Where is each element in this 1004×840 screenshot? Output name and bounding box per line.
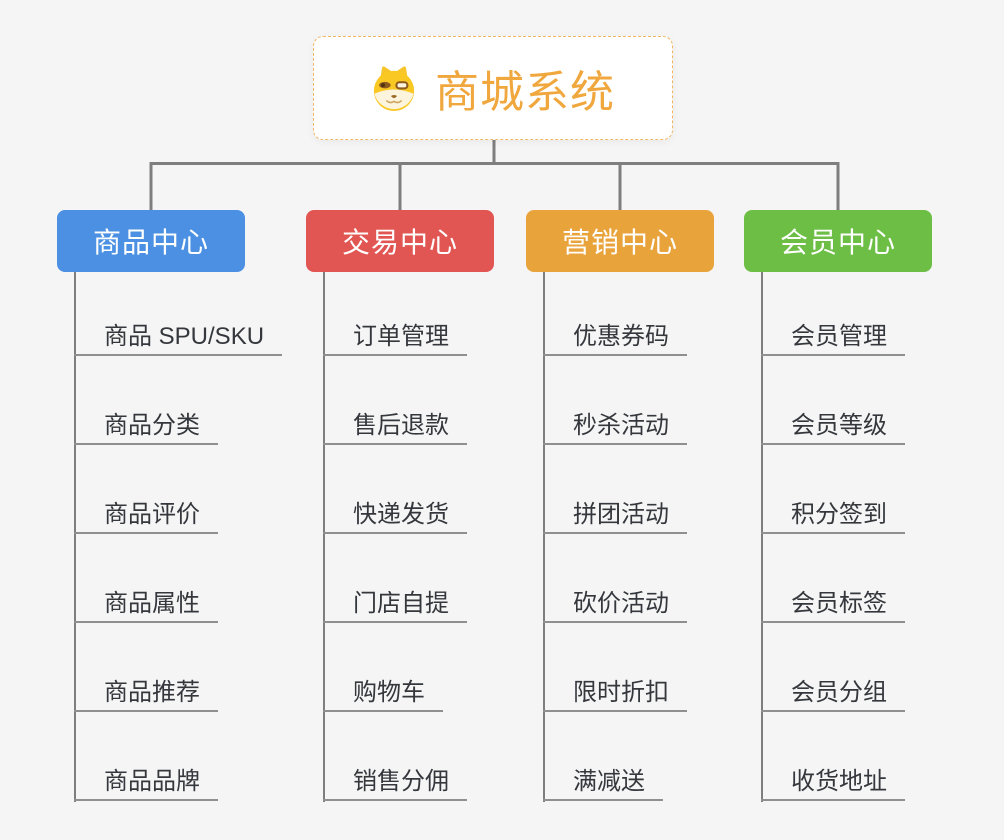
- branch-box-marketing-center[interactable]: 营销中心: [526, 210, 714, 272]
- leaf-item[interactable]: 会员等级: [761, 409, 905, 445]
- leaf-item[interactable]: 会员分组: [761, 676, 905, 712]
- root-title: 商城系统: [435, 68, 615, 117]
- leaf-item[interactable]: 商品评价: [74, 498, 218, 534]
- leaf-label: 砍价活动: [543, 587, 687, 623]
- leaf-item[interactable]: 快递发货: [323, 498, 467, 534]
- branch-trunk-line: [543, 272, 545, 802]
- root-node[interactable]: 商城系统: [313, 36, 673, 140]
- leaf-item[interactable]: 会员管理: [761, 320, 905, 356]
- branch-label: 营销中心: [561, 227, 678, 258]
- leaf-label: 商品分类: [74, 409, 218, 445]
- leaf-item[interactable]: 商品推荐: [74, 676, 218, 712]
- branch-children-marketing-center: 优惠券码 秒杀活动 拼团活动 砍价活动 限时折扣 满减送: [526, 272, 776, 817]
- leaf-item[interactable]: 优惠券码: [543, 320, 687, 356]
- leaf-label: 商品 SPU/SKU: [74, 320, 283, 356]
- leaf-item[interactable]: 会员标签: [761, 587, 905, 623]
- leaf-label: 快递发货: [323, 498, 467, 534]
- leaf-item[interactable]: 限时折扣: [543, 676, 687, 712]
- branch-label: 会员中心: [779, 227, 896, 258]
- leaf-label: 优惠券码: [543, 320, 687, 356]
- leaf-label: 积分签到: [761, 498, 905, 534]
- branch-label: 交易中心: [341, 227, 458, 258]
- doge-icon: [373, 66, 415, 111]
- leaf-item[interactable]: 砍价活动: [543, 587, 687, 623]
- leaf-label: 满减送: [543, 765, 663, 801]
- leaf-label: 商品评价: [74, 498, 218, 534]
- branch-label: 商品中心: [92, 227, 209, 258]
- leaf-item[interactable]: 积分签到: [761, 498, 905, 534]
- leaf-label: 拼团活动: [543, 498, 687, 534]
- leaf-item[interactable]: 销售分佣: [323, 765, 467, 801]
- leaf-item[interactable]: 满减送: [543, 765, 663, 801]
- leaf-label: 会员分组: [761, 676, 905, 712]
- leaf-label: 商品推荐: [74, 676, 218, 712]
- leaf-item[interactable]: 门店自提: [323, 587, 467, 623]
- branch-trunk-line: [761, 272, 763, 802]
- leaf-label: 会员等级: [761, 409, 905, 445]
- branch-box-product-center[interactable]: 商品中心: [57, 210, 245, 272]
- leaf-label: 商品品牌: [74, 765, 218, 801]
- leaf-label: 订单管理: [323, 320, 467, 356]
- branch-children-trade-center: 订单管理 售后退款 快递发货 门店自提 购物车 销售分佣: [306, 272, 556, 817]
- leaf-label: 售后退款: [323, 409, 467, 445]
- branch-children-product-center: 商品 SPU/SKU 商品分类 商品评价 商品属性 商品推荐 商品品牌: [57, 272, 307, 817]
- leaf-label: 秒杀活动: [543, 409, 687, 445]
- leaf-item[interactable]: 订单管理: [323, 320, 467, 356]
- leaf-item[interactable]: 拼团活动: [543, 498, 687, 534]
- leaf-item[interactable]: 商品品牌: [74, 765, 218, 801]
- leaf-label: 收货地址: [761, 765, 905, 801]
- branch-children-member-center: 会员管理 会员等级 积分签到 会员标签 会员分组 收货地址: [744, 272, 994, 817]
- leaf-label: 会员管理: [761, 320, 905, 356]
- leaf-label: 购物车: [323, 676, 443, 712]
- branch-trunk-line: [74, 272, 76, 802]
- leaf-item[interactable]: 收货地址: [761, 765, 905, 801]
- leaf-label: 商品属性: [74, 587, 218, 623]
- leaf-item[interactable]: 秒杀活动: [543, 409, 687, 445]
- leaf-item[interactable]: 售后退款: [323, 409, 467, 445]
- branch-box-member-center[interactable]: 会员中心: [744, 210, 932, 272]
- branch-box-trade-center[interactable]: 交易中心: [306, 210, 494, 272]
- leaf-label: 会员标签: [761, 587, 905, 623]
- leaf-item[interactable]: 商品 SPU/SKU: [74, 320, 283, 356]
- leaf-item[interactable]: 购物车: [323, 676, 443, 712]
- leaf-label: 销售分佣: [323, 765, 467, 801]
- leaf-item[interactable]: 商品属性: [74, 587, 218, 623]
- leaf-item[interactable]: 商品分类: [74, 409, 218, 445]
- branch-trunk-line: [323, 272, 325, 802]
- leaf-label: 限时折扣: [543, 676, 687, 712]
- leaf-label: 门店自提: [323, 587, 467, 623]
